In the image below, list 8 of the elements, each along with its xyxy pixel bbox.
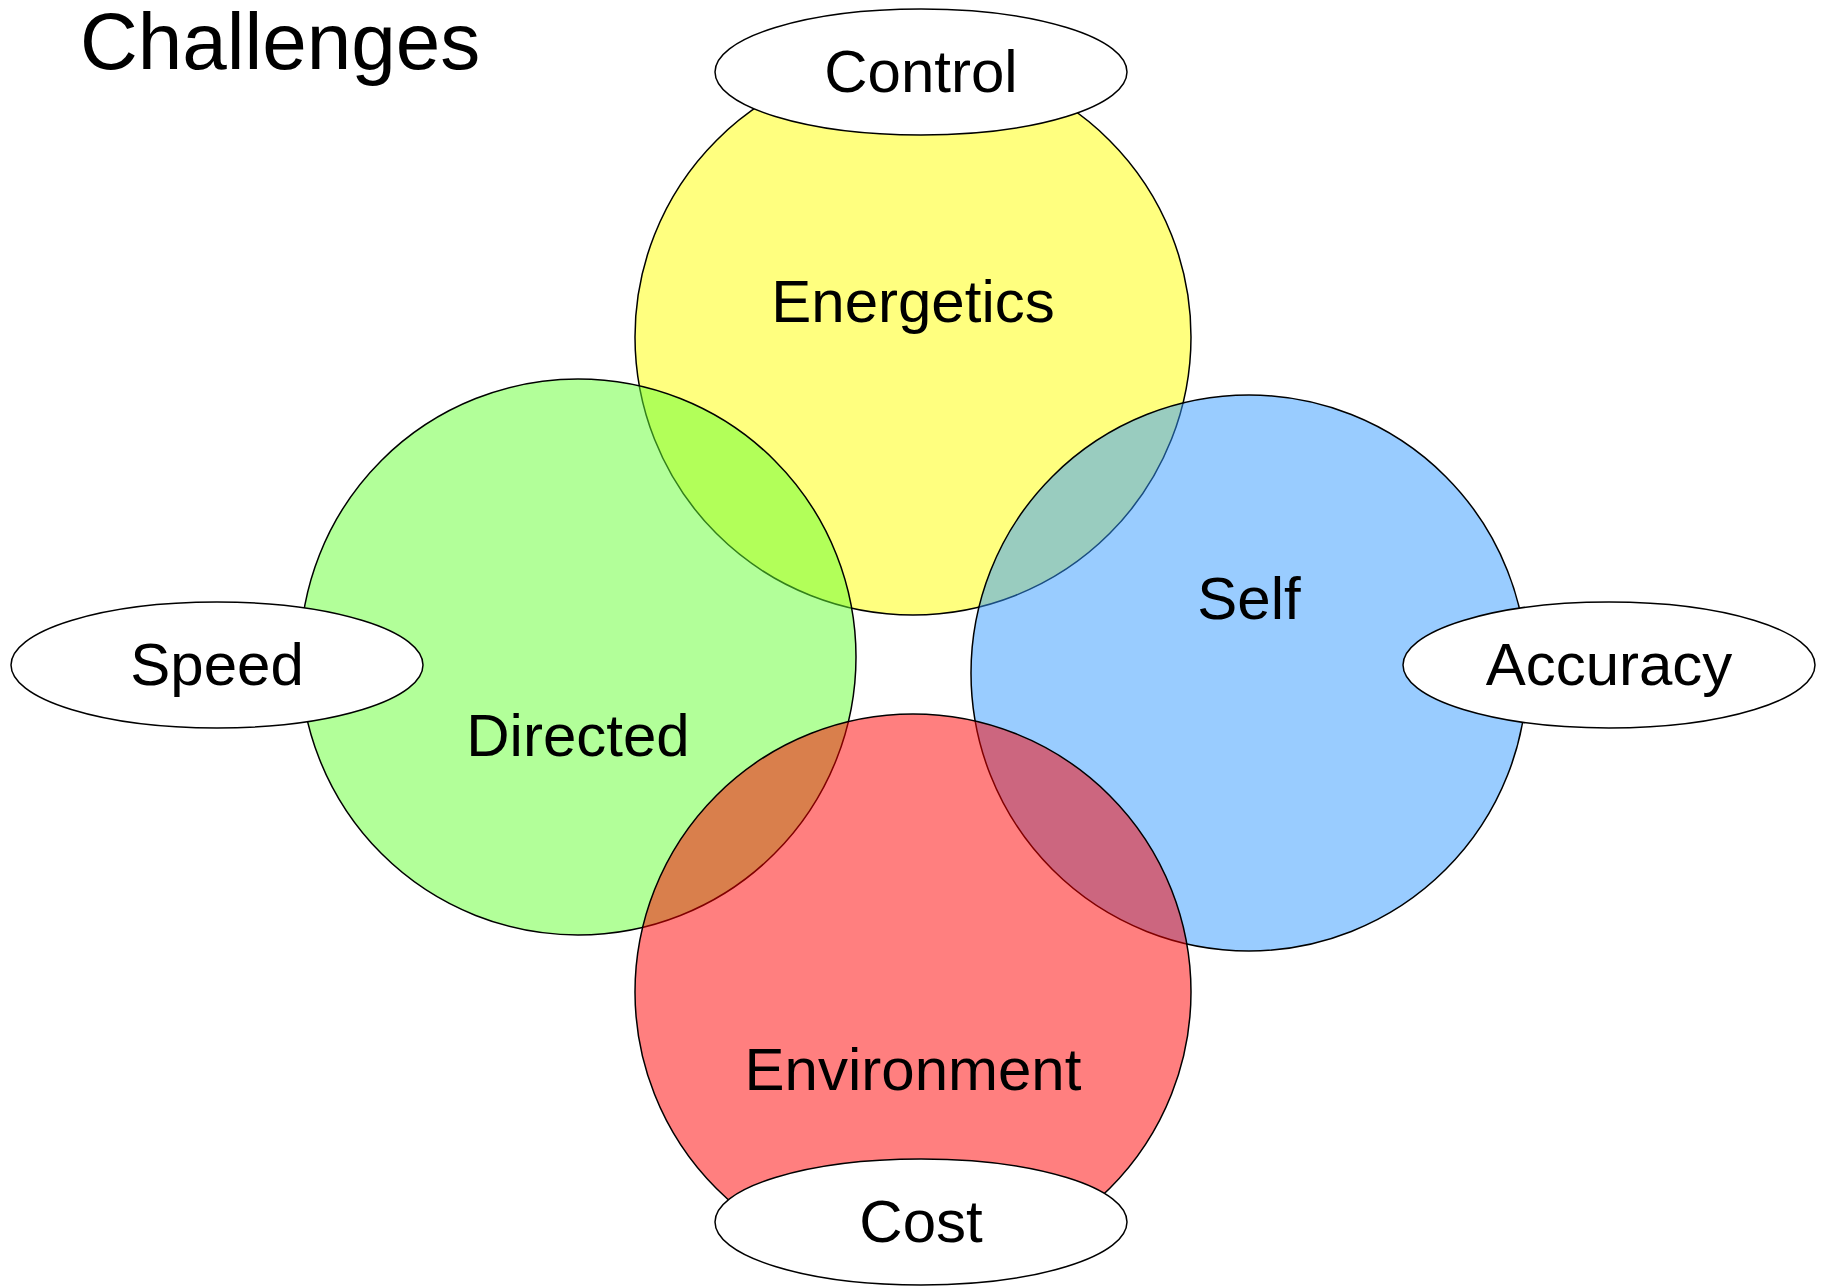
oval-label: Accuracy	[1485, 635, 1733, 695]
oval-label: Control	[824, 42, 1018, 102]
oval-label: Speed	[130, 635, 304, 695]
oval-label: Cost	[859, 1192, 983, 1252]
circle-label: Energetics	[771, 272, 1055, 332]
circle-label: Directed	[466, 706, 690, 766]
circle-label: Environment	[744, 1040, 1082, 1100]
circle-label: Self	[1197, 569, 1301, 629]
